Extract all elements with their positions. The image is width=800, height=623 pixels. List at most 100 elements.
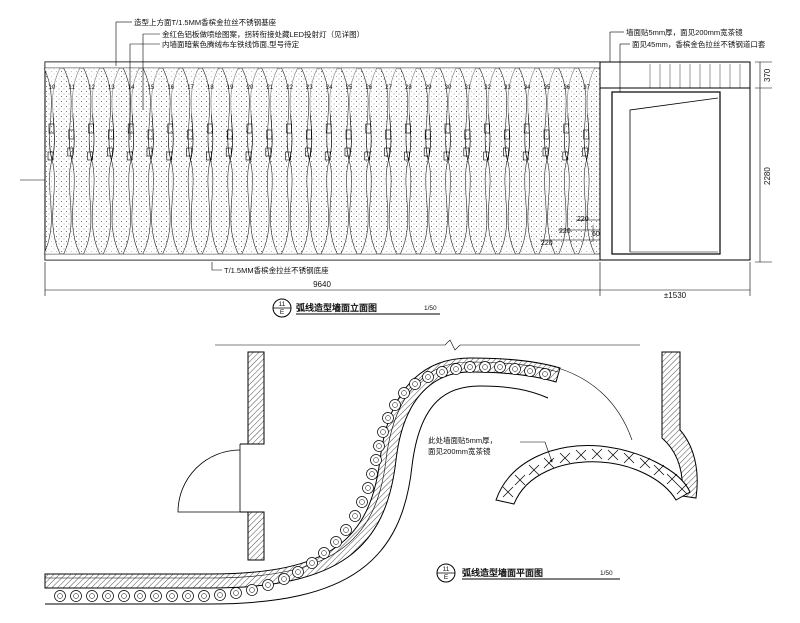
circle-ornament xyxy=(362,482,374,494)
mirror-cross xyxy=(575,449,587,461)
dim-2280-label: 2280 xyxy=(763,167,772,185)
circle-ornament xyxy=(366,468,378,480)
circle-ornament xyxy=(422,371,434,383)
panel-number: 16 xyxy=(167,85,174,91)
circle-ornament xyxy=(382,412,394,424)
wave-column xyxy=(142,67,160,255)
panel-number: 25 xyxy=(346,85,353,91)
note-aluminum-panel: 金红色铝板做喷绘图案，拐转衔接处藏LED投射灯（见详图） xyxy=(162,29,364,39)
elevation-scale: 1/50 xyxy=(424,305,437,312)
dim-370-label: 370 xyxy=(763,68,772,82)
door-frame xyxy=(611,91,721,255)
circle-ornament xyxy=(292,566,304,578)
circle-ornament xyxy=(86,590,98,602)
wave-column xyxy=(182,67,199,255)
wave-column xyxy=(202,67,219,255)
elevation-title: 11 E 弧线造型墙面立面图 1/50 xyxy=(272,298,440,318)
vertical-dimension: 370 2280 xyxy=(755,61,772,263)
panel-number: 15 xyxy=(148,85,155,91)
dim-220-c: 220 xyxy=(577,216,589,223)
wave-column xyxy=(103,67,120,255)
circle-ornament xyxy=(479,361,491,373)
panel-number: 29 xyxy=(425,85,432,91)
glass-arc xyxy=(557,367,633,441)
circle-ornament xyxy=(318,547,330,559)
plan-title-text: 弧线造型墙面平面图 xyxy=(462,567,543,578)
panel-number: 27 xyxy=(385,85,392,91)
circle-ornament xyxy=(436,366,448,378)
elevation-title-text: 弧线造型墙面立面图 xyxy=(296,302,377,313)
circle-ornament xyxy=(539,368,551,380)
panel-number: 24 xyxy=(326,85,333,91)
mirror-cross xyxy=(676,483,688,495)
circle-ornament xyxy=(398,387,410,399)
circle-ornament xyxy=(166,590,178,602)
panel-number: 36 xyxy=(563,85,570,91)
wave-column xyxy=(83,67,100,255)
wave-column xyxy=(499,67,516,255)
wave-pattern xyxy=(43,67,595,255)
mirror-cross xyxy=(639,457,651,469)
mirror-cross xyxy=(502,486,514,498)
mirror-cross xyxy=(591,448,603,460)
panel-number: 30 xyxy=(445,85,452,91)
bottom-base-strip xyxy=(44,253,601,261)
circle-ornament xyxy=(330,536,342,548)
wave-column xyxy=(261,67,279,255)
plan-badge-top: 11 xyxy=(443,566,450,573)
circle-ornament xyxy=(278,573,290,585)
panel-number: 22 xyxy=(286,85,293,91)
circle-ornament xyxy=(182,590,194,602)
mirror-cross xyxy=(607,449,619,461)
wave-column xyxy=(439,67,457,255)
circle-ornament xyxy=(389,399,401,411)
circle-ornament xyxy=(450,363,462,375)
plan-note-line2: 面见200mm宽茶镜 xyxy=(428,446,491,456)
right-wall xyxy=(661,351,698,499)
plan-scale: 1/50 xyxy=(600,570,613,577)
panel-number: 10 xyxy=(49,85,56,91)
door-swing xyxy=(177,449,241,513)
panel-number: 34 xyxy=(524,85,531,91)
dim-220-b: 220 xyxy=(559,228,571,235)
mirror-cross xyxy=(653,464,665,476)
circle-ornaments xyxy=(54,361,551,602)
panel-number: 35 xyxy=(544,85,551,91)
wave-column xyxy=(518,67,536,255)
circle-ornament xyxy=(102,590,114,602)
panel-number: 12 xyxy=(88,85,95,91)
wave-column xyxy=(63,67,81,255)
door-leaf xyxy=(629,97,719,252)
circle-ornament xyxy=(306,557,318,569)
plan-title: 11 E 弧线造型墙面平面图 1/50 xyxy=(436,563,620,583)
panel-number: 20 xyxy=(247,85,254,91)
panel-number: 14 xyxy=(128,85,135,91)
annotation-leaders xyxy=(115,21,630,271)
circle-ornament xyxy=(340,524,352,536)
dim-1530-label: ±1530 xyxy=(664,291,687,300)
plan-badge-bottom: E xyxy=(444,574,449,581)
note-mirror: 墙面贴5mm厚，面见200mm宽茶镜 xyxy=(626,27,743,37)
wave-column xyxy=(241,67,259,255)
mirror-strips xyxy=(649,64,741,88)
circle-ornament xyxy=(494,361,506,373)
mirror-cross xyxy=(666,473,678,485)
wave-column xyxy=(122,67,140,255)
break-line-top xyxy=(215,339,640,351)
circle-ornament xyxy=(54,590,66,602)
panel-number: 19 xyxy=(227,85,234,91)
left-wall xyxy=(177,351,265,561)
circle-ornament xyxy=(373,440,385,452)
circle-ornament xyxy=(370,454,382,466)
panel-number: 11 xyxy=(69,85,76,91)
wave-column xyxy=(380,67,397,255)
plan-view: 此处墙面贴5mm厚， 面见200mm宽茶镜 11 E 弧线造型墙面平面图 1/5… xyxy=(44,339,698,605)
circle-ornament xyxy=(524,365,536,377)
wave-column xyxy=(320,67,338,255)
panel-number: 17 xyxy=(187,85,194,91)
wave-column xyxy=(400,67,417,255)
note-top-base: 造型上方面T/1.5MM香槟金拉丝不锈钢基座 xyxy=(134,17,277,27)
